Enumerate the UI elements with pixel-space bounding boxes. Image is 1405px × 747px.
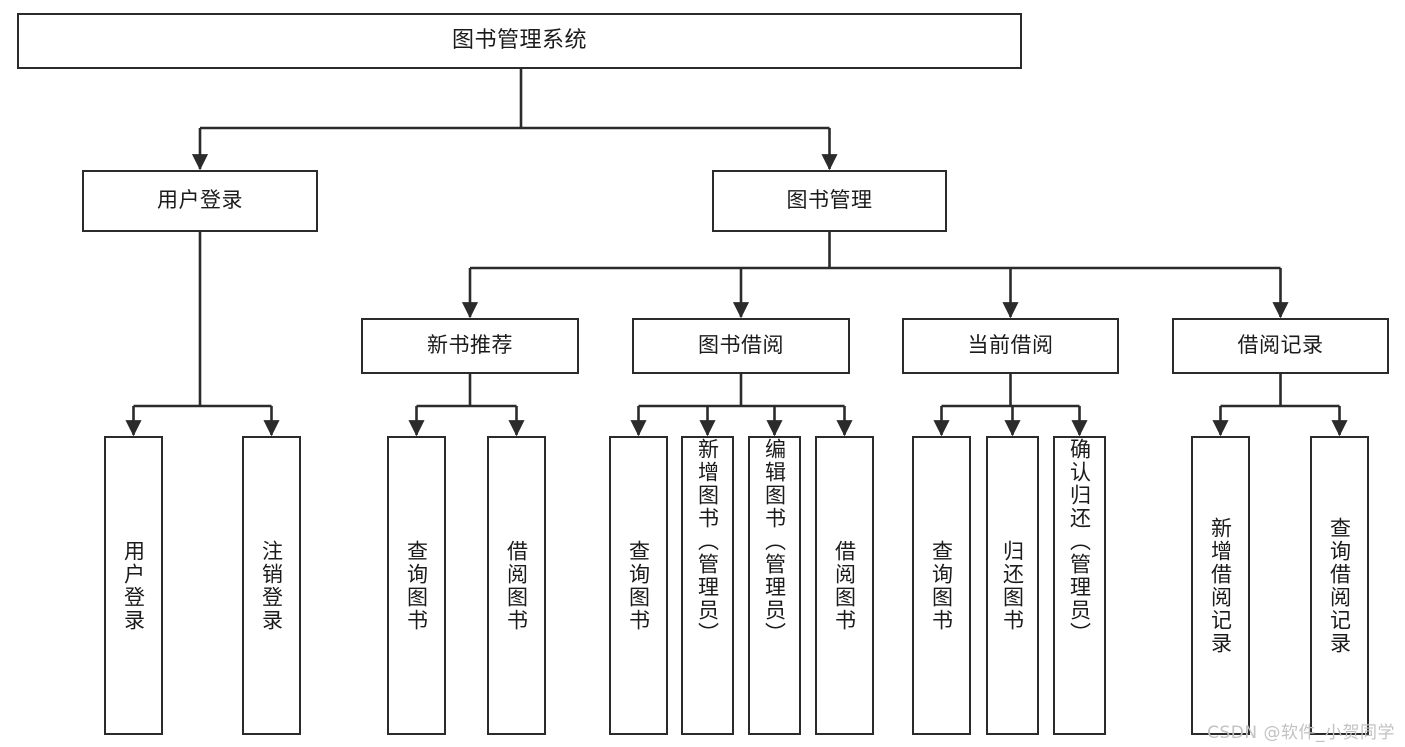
node-root[interactable]: 图书管理系统 (17, 13, 1022, 69)
leaf-record-query-record[interactable]: 查询借阅记录 (1310, 436, 1369, 735)
leaf-borrow-lend-book-label: 借阅图书 (832, 539, 857, 632)
leaf-borrow-add-book[interactable]: 新增图书（管理员） (681, 436, 734, 735)
connector-lines (125, 69, 1348, 437)
leaf-user-login-label: 用户登录 (121, 539, 146, 632)
node-current-borrow[interactable]: 当前借阅 (902, 318, 1119, 374)
leaf-recommend-borrow-book-label: 借阅图书 (504, 539, 529, 632)
leaf-record-query-record-label: 查询借阅记录 (1327, 516, 1352, 655)
node-borrow-record-label: 借阅记录 (1237, 333, 1324, 358)
node-book-management-label: 图书管理 (786, 188, 873, 213)
node-book-borrow-label: 图书借阅 (698, 333, 784, 358)
leaf-borrow-edit-book-label: 编辑图书（管理员） (762, 438, 787, 645)
leaf-user-logout-label: 注销登录 (259, 539, 284, 632)
leaf-recommend-query-book-label: 查询图书 (404, 539, 429, 632)
leaf-borrow-query-book[interactable]: 查询图书 (609, 436, 668, 735)
node-user-login[interactable]: 用户登录 (82, 170, 318, 232)
node-current-borrow-label: 当前借阅 (967, 333, 1054, 358)
node-new-book-recommend[interactable]: 新书推荐 (361, 318, 579, 374)
leaf-record-add-record-label: 新增借阅记录 (1208, 516, 1233, 655)
leaf-recommend-query-book[interactable]: 查询图书 (387, 436, 446, 735)
leaf-recommend-borrow-book[interactable]: 借阅图书 (487, 436, 546, 735)
node-new-book-recommend-label: 新书推荐 (427, 333, 513, 358)
leaf-user-logout[interactable]: 注销登录 (242, 436, 301, 735)
node-book-borrow[interactable]: 图书借阅 (632, 318, 850, 374)
leaf-record-add-record[interactable]: 新增借阅记录 (1191, 436, 1250, 735)
node-user-login-label: 用户登录 (157, 188, 243, 213)
leaf-borrow-add-book-label: 新增图书（管理员） (695, 438, 720, 645)
leaf-current-return-book-label: 归还图书 (1000, 539, 1025, 632)
leaf-current-confirm-return-label: 确认归还（管理员） (1067, 438, 1092, 645)
node-book-management[interactable]: 图书管理 (712, 170, 947, 232)
leaf-borrow-query-book-label: 查询图书 (626, 539, 651, 632)
watermark-text: CSDN @软件_小贺同学 (1207, 723, 1395, 743)
node-root-label: 图书管理系统 (451, 27, 587, 53)
leaf-current-return-book[interactable]: 归还图书 (986, 436, 1039, 735)
leaf-borrow-lend-book[interactable]: 借阅图书 (815, 436, 874, 735)
leaf-current-query-book[interactable]: 查询图书 (912, 436, 971, 735)
leaf-current-query-book-label: 查询图书 (929, 539, 954, 632)
leaf-current-confirm-return[interactable]: 确认归还（管理员） (1053, 436, 1106, 735)
leaf-user-login[interactable]: 用户登录 (104, 436, 163, 735)
leaf-borrow-edit-book[interactable]: 编辑图书（管理员） (748, 436, 801, 735)
node-borrow-record[interactable]: 借阅记录 (1172, 318, 1389, 374)
